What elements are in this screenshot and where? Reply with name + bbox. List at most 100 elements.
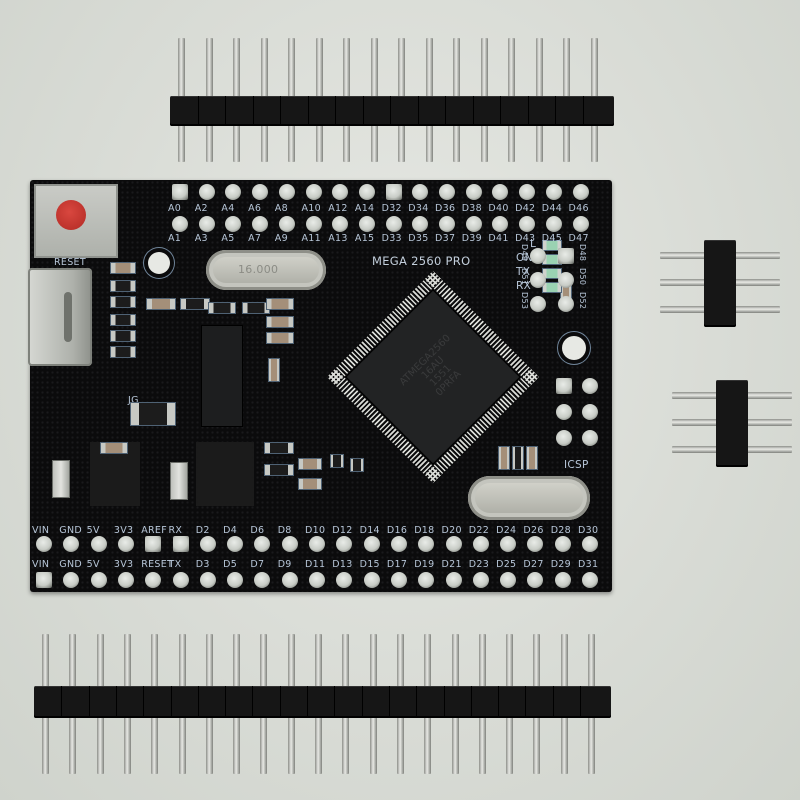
pin-label: GND <box>59 525 82 536</box>
usb-c-slot <box>64 292 72 342</box>
pin-pad <box>90 572 107 588</box>
pin-label: 5V <box>86 525 100 536</box>
pin-label: D23 <box>468 559 490 570</box>
header-segment <box>470 686 472 718</box>
pin-label: D21 <box>441 559 462 570</box>
header-segment <box>498 686 500 718</box>
pin-header-top <box>170 38 614 168</box>
pin-label: D43 <box>515 233 536 244</box>
pin-pad <box>554 536 571 552</box>
pin-pad <box>582 536 598 552</box>
pin-label: A4 <box>221 203 235 214</box>
smd-component <box>208 302 236 314</box>
smd-component <box>266 332 294 344</box>
pin-pad <box>336 536 353 552</box>
pin-label: D12 <box>332 525 353 536</box>
pin-label: D32 <box>381 203 402 214</box>
pin-label: D25 <box>496 559 517 570</box>
header-segment <box>388 686 390 718</box>
pin-label: D18 <box>414 525 435 536</box>
reset-label: RESET <box>54 257 86 268</box>
pin-pad <box>554 572 571 588</box>
pin-label: D41 <box>488 233 509 244</box>
pin-pad <box>385 216 402 232</box>
header-segment <box>280 96 281 126</box>
smd-component <box>110 296 136 308</box>
pin-label: D44 <box>541 203 563 214</box>
pin-pad <box>227 536 244 552</box>
usb-c-connector[interactable] <box>28 268 92 366</box>
board-title: MEGA 2560 PRO <box>372 254 471 268</box>
reset-button[interactable] <box>34 184 118 258</box>
pin-label: D30 <box>578 525 599 536</box>
smd-component <box>266 298 294 310</box>
pin-pad <box>572 216 589 232</box>
pin-pad <box>527 572 544 588</box>
pin-label: 3V3 <box>113 525 134 536</box>
pin-pad <box>465 216 482 232</box>
pin-pad <box>390 572 407 588</box>
header-segment <box>582 96 584 126</box>
pin-label: D29 <box>550 559 571 570</box>
jg-label: JG <box>128 395 139 406</box>
crystal-16mhz-top <box>206 250 326 290</box>
pin-pad <box>172 184 188 200</box>
pin-pad <box>545 184 562 200</box>
reset-button-cap <box>56 200 86 230</box>
pin-label: D40 <box>488 203 509 214</box>
pin-pad <box>227 572 244 588</box>
pin-label: D22 <box>468 525 490 536</box>
led-label: RX <box>516 280 532 292</box>
pin-label: D15 <box>359 559 380 570</box>
pin-label: D50 <box>578 268 587 286</box>
pin-pad <box>472 536 489 552</box>
pin-label: TX <box>168 559 182 570</box>
smd-component <box>264 442 294 454</box>
pin-header-right-lower <box>672 380 800 470</box>
pin-label: 3V3 <box>113 559 134 570</box>
header-segment <box>552 686 554 718</box>
pin-label: D48 <box>578 244 587 262</box>
pin-label: D7 <box>250 559 265 570</box>
smd-component <box>330 454 344 468</box>
header-segment <box>307 96 309 126</box>
pin-pad <box>527 536 544 552</box>
icsp-pad <box>582 404 598 420</box>
header-segment <box>143 686 145 718</box>
pin-pad <box>492 184 509 200</box>
pin-pad <box>530 248 546 264</box>
pin-pad <box>530 296 546 312</box>
pin-pad <box>305 216 322 232</box>
pin-pad <box>172 536 189 552</box>
smd-component <box>298 478 322 490</box>
smd-component <box>350 458 364 472</box>
pin-pad <box>63 572 80 588</box>
header-segment <box>334 686 336 718</box>
pin-pad <box>305 184 322 200</box>
smd-component <box>268 358 280 382</box>
smd-component <box>266 316 294 328</box>
smd-component <box>110 330 136 342</box>
pin-pad <box>309 572 325 588</box>
icsp-pad <box>582 378 598 394</box>
pin-label: AREF <box>141 525 167 536</box>
pin-label: D17 <box>386 559 408 570</box>
pin-pad <box>254 572 271 588</box>
pin-pad <box>225 216 242 232</box>
pin-label: D16 <box>386 525 408 536</box>
pin-label: GND <box>59 559 82 570</box>
pin-pad <box>385 184 402 200</box>
pin-label: A3 <box>194 233 208 244</box>
pin-label: D33 <box>381 233 402 244</box>
pin-pad <box>358 216 375 232</box>
smd-component <box>110 262 136 274</box>
pin-label: RX <box>168 525 183 536</box>
pin-label: A13 <box>328 233 348 244</box>
pin-pad <box>145 572 162 588</box>
header-segment <box>335 96 336 126</box>
pin-label: 5V <box>86 559 100 570</box>
pin-pad <box>336 572 353 588</box>
pin-pad <box>418 572 435 588</box>
pin-pad <box>472 572 489 588</box>
header-segment <box>443 686 445 718</box>
